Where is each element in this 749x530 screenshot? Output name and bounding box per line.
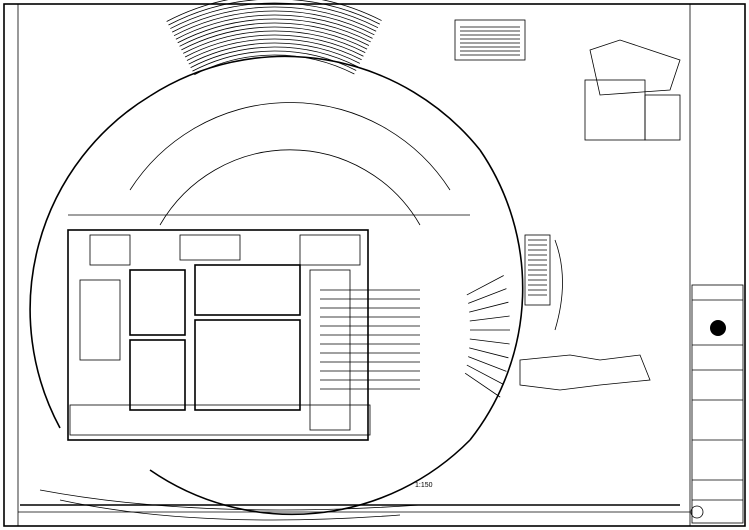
company-seal-icon: [710, 320, 726, 336]
title-block: [691, 284, 744, 524]
right-detail-drawings: [454, 19, 681, 391]
north-arrow: [690, 505, 704, 519]
main-building-plan: [67, 214, 470, 441]
drawing-scale-label: 1:150: [415, 482, 433, 489]
auditorium-fan: [166, 0, 382, 76]
seating-area: [320, 239, 547, 398]
site-arc-outline: [29, 55, 524, 521]
drawing-border: [3, 3, 746, 527]
